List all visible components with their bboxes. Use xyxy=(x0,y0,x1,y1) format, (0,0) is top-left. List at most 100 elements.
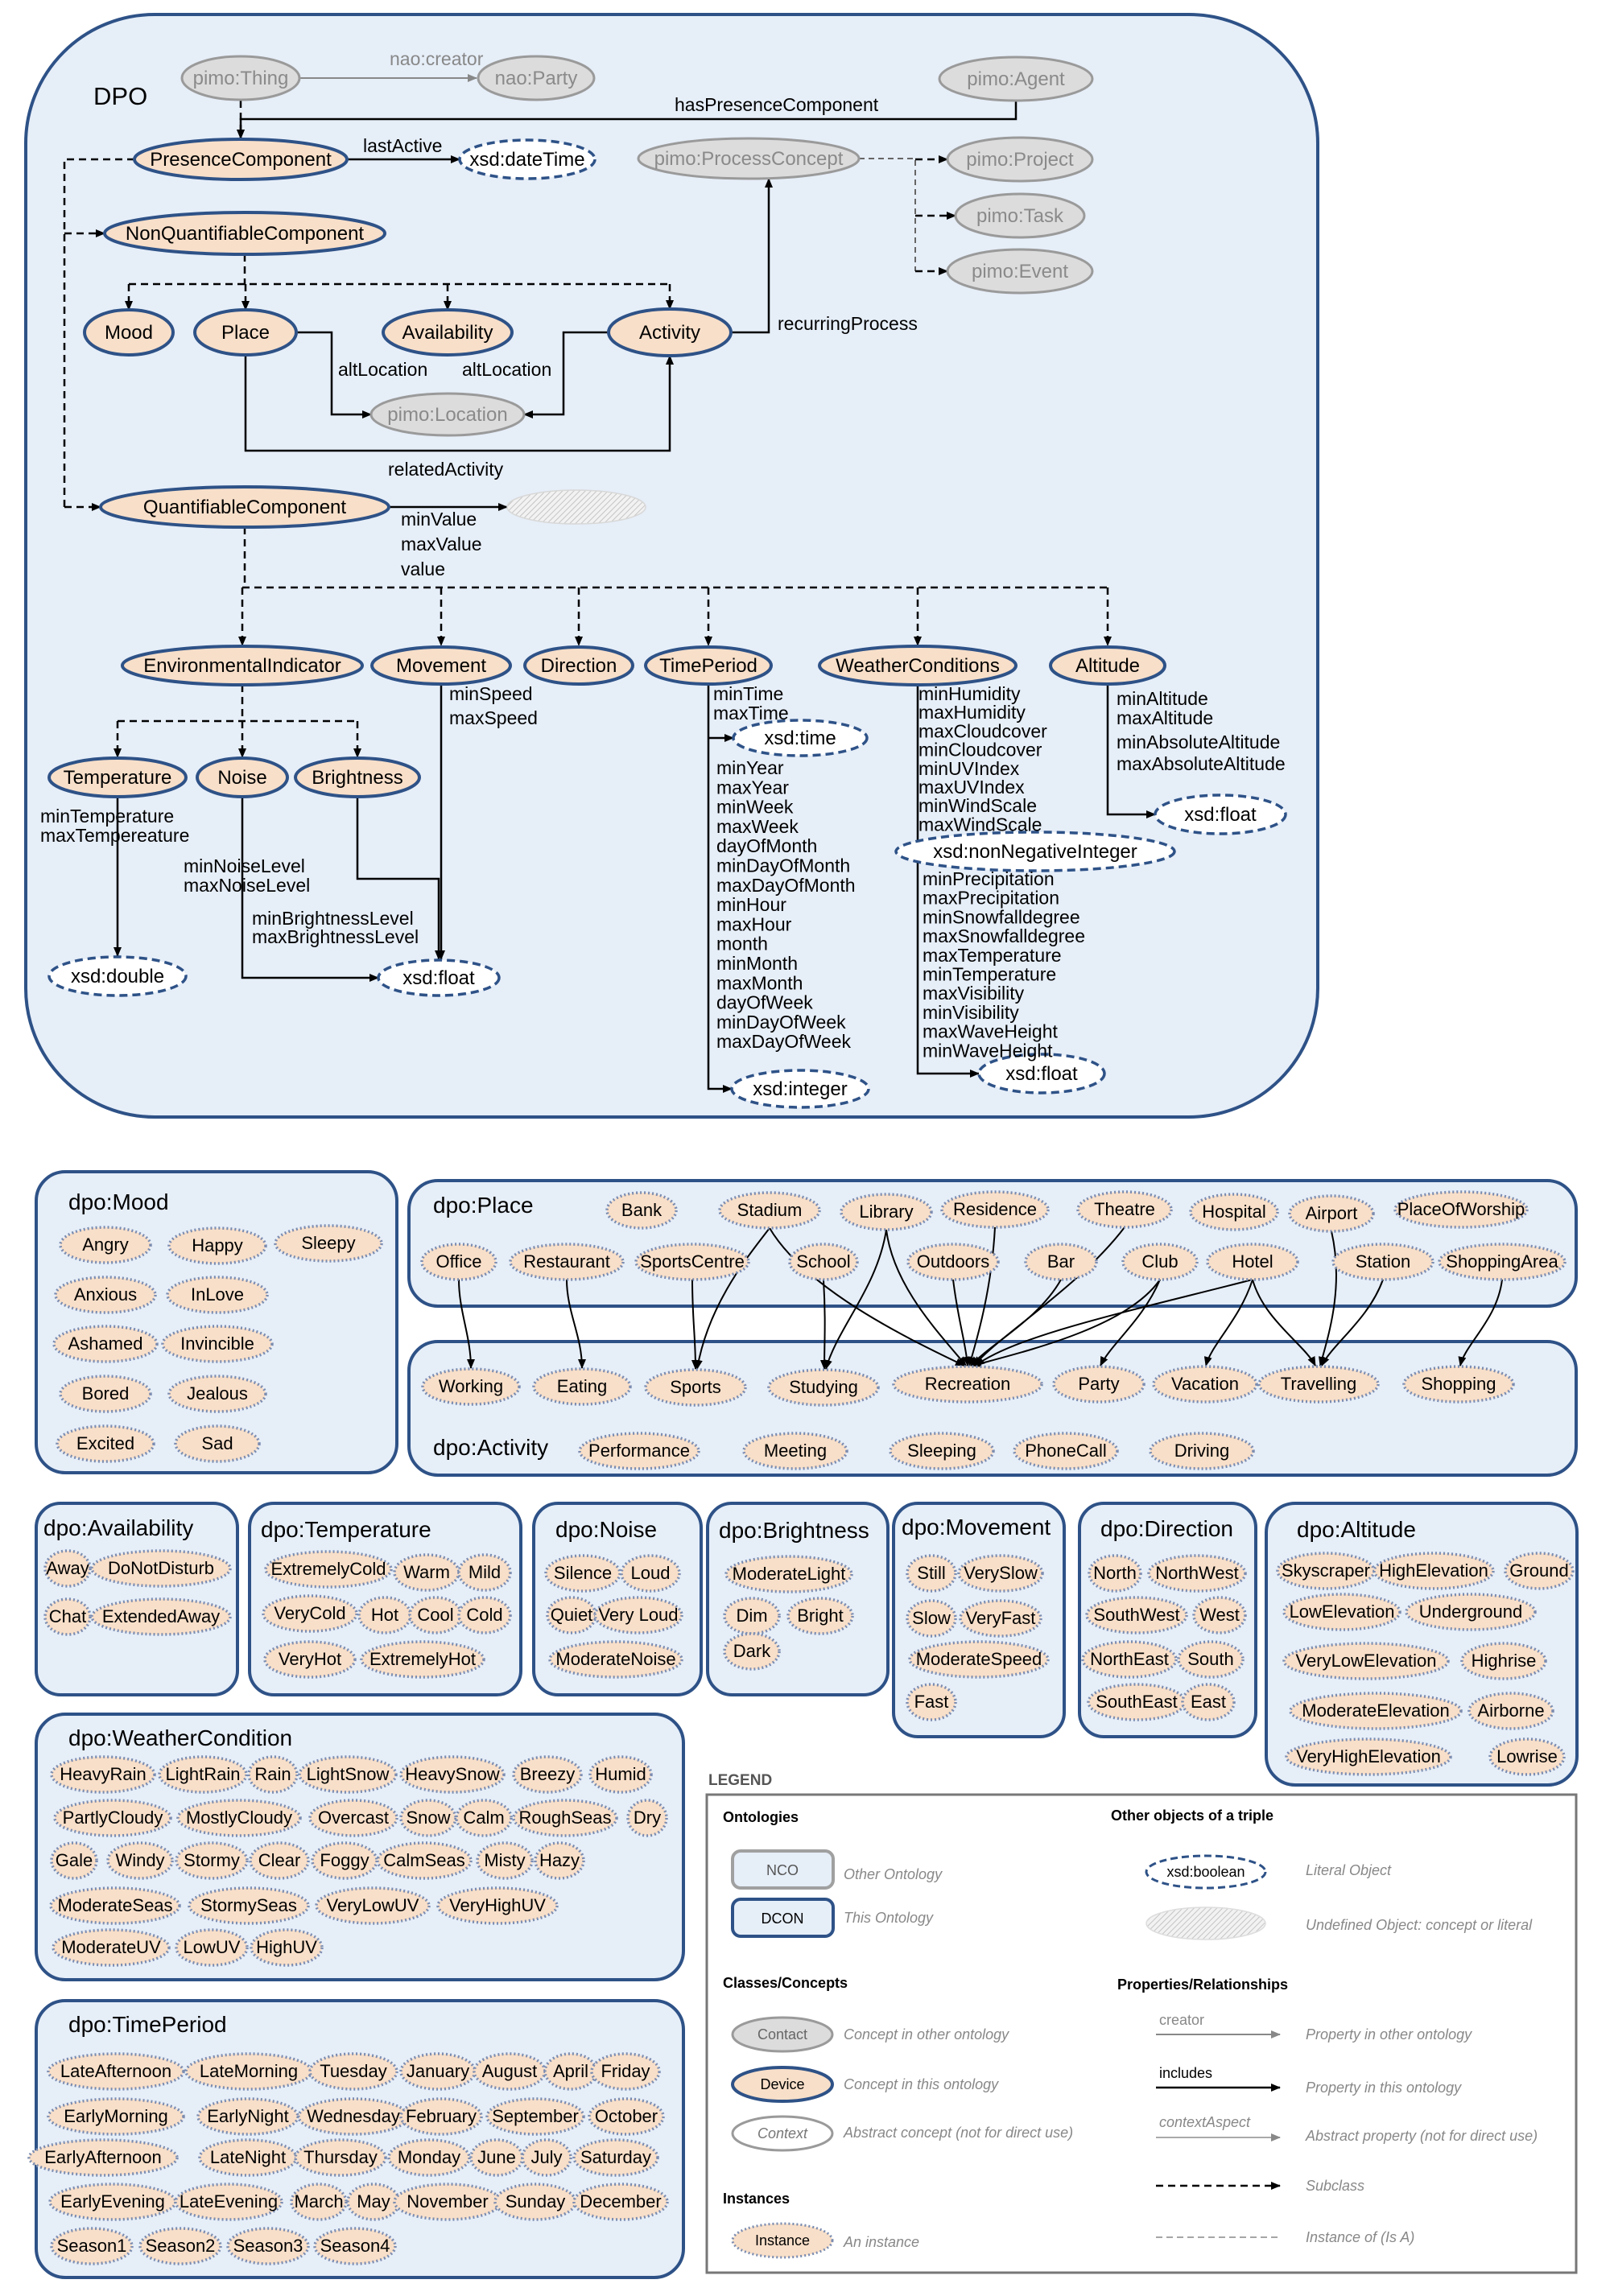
legend: LEGEND Ontologies Other objects of a tri… xyxy=(705,1772,1578,2274)
instance-place-label: Restaurant xyxy=(523,1251,610,1272)
instance-mood: Bored xyxy=(59,1375,152,1413)
node-mood-shape xyxy=(83,308,175,357)
instance-activity-shape xyxy=(532,1367,632,1406)
instance-mood-label: Invincible xyxy=(180,1333,254,1354)
node-double1-shape xyxy=(47,955,188,997)
instance-altitude-shape xyxy=(1285,1737,1452,1776)
panel-availability-title: dpo:Availability xyxy=(43,1515,193,1540)
instance-weather-label: StormySeas xyxy=(200,1895,297,1915)
instance-altitude-shape xyxy=(1504,1552,1575,1590)
legend-props-heading: Properties/Relationships xyxy=(1117,1977,1288,1993)
panel-mood-title: dpo:Mood xyxy=(68,1189,169,1214)
instance-direction: East xyxy=(1181,1683,1236,1721)
instance-place-label: Outdoors xyxy=(917,1251,990,1272)
instance-timeperiod-label: Season1 xyxy=(57,2236,127,2256)
instance-direction-label: NorthWest xyxy=(1155,1563,1239,1583)
instance-activity: Sleeping xyxy=(889,1432,995,1470)
instance-timeperiod-label: Friday xyxy=(601,2061,650,2081)
node-double1: xsd:double xyxy=(47,955,188,997)
instance-timeperiod-label: LateNight xyxy=(210,2147,286,2167)
instance-place: Hospital xyxy=(1189,1193,1279,1231)
link-library-studying xyxy=(824,1229,887,1370)
legend-this-ontology-swatch xyxy=(731,1898,835,1938)
node-noise: Noise xyxy=(196,756,289,798)
node-presence: PresenceComponent xyxy=(133,138,349,181)
time-property: maxMonth xyxy=(716,972,803,993)
instance-place: PlaceOfWorship xyxy=(1393,1190,1529,1229)
instance-weather-label: RoughSeas xyxy=(519,1808,612,1828)
weather-property: minVisibility xyxy=(923,1002,1019,1023)
instance-noise-shape xyxy=(620,1554,681,1593)
legend-dcon-desc: This Ontology xyxy=(844,1910,934,1926)
instance-weather-label: Breezy xyxy=(520,1764,575,1784)
instance-timeperiod: Season1 xyxy=(50,2227,134,2265)
instance-movement-shape xyxy=(908,1640,1050,1679)
node-weather-shape xyxy=(818,645,1018,686)
edge-label-value: value xyxy=(401,559,445,579)
instance-timeperiod-shape xyxy=(572,2183,669,2221)
instance-activity-label: Working xyxy=(439,1376,503,1396)
node-task-label: pimo:Task xyxy=(976,205,1064,227)
instance-activity-shape xyxy=(1013,1432,1119,1470)
instance-noise-label: Quiet xyxy=(551,1605,593,1625)
instance-weather-shape xyxy=(512,1799,618,1837)
node-datetime-shape xyxy=(458,138,596,180)
instance-weather: Breezy xyxy=(512,1755,583,1794)
instance-temperature: Hot xyxy=(357,1596,412,1634)
instance-weather: VeryLowUV xyxy=(315,1886,431,1925)
instance-timeperiod-shape xyxy=(485,2097,585,2136)
legend-other-ontology-swatch xyxy=(731,1849,835,1890)
instance-direction-shape xyxy=(1085,1596,1188,1634)
instance-weather: Gale xyxy=(50,1841,98,1880)
instance-activity: Shopping xyxy=(1402,1365,1515,1404)
instance-altitude-label: Underground xyxy=(1419,1601,1522,1622)
instance-weather-shape xyxy=(188,1886,310,1925)
instance-activity-shape xyxy=(892,1365,1043,1404)
panel-activity-title: dpo:Activity xyxy=(433,1435,548,1460)
instance-brightness-shape xyxy=(723,1597,781,1635)
instance-timeperiod-label: Saturday xyxy=(580,2147,651,2167)
instance-timeperiod: August xyxy=(473,2052,547,2091)
instance-activity-label: Travelling xyxy=(1281,1374,1357,1394)
instance-timeperiod-label: Wednesday xyxy=(307,2106,400,2126)
node-agent: pimo:Agent xyxy=(938,56,1094,102)
instance-timeperiod-label: Season2 xyxy=(146,2236,216,2256)
node-timeperiod-label: TimePeriod xyxy=(659,655,757,677)
instance-weather-shape xyxy=(176,1799,302,1837)
instance-weather-shape xyxy=(250,1928,324,1967)
instance-mood-label: Excited xyxy=(76,1433,134,1453)
instance-mood-shape xyxy=(52,1325,159,1363)
instance-direction-shape xyxy=(1181,1683,1236,1721)
instance-altitude-label: VeryLowElevation xyxy=(1296,1651,1437,1671)
link-hotel-travelling xyxy=(1252,1279,1316,1366)
instance-activity-label: Eating xyxy=(557,1376,607,1396)
instance-timeperiod-shape xyxy=(294,2138,387,2177)
time-property: maxWeek xyxy=(716,816,799,837)
legend-ontologies-heading: Ontologies xyxy=(723,1809,799,1825)
instance-weather: Stormy xyxy=(175,1841,249,1880)
instance-weather-shape xyxy=(626,1799,668,1837)
instance-timeperiod-shape xyxy=(399,2097,483,2136)
edge-activity-altlocation xyxy=(523,331,609,418)
instance-movement-label: Still xyxy=(917,1563,945,1583)
edge-label-minValue: minValue xyxy=(401,509,477,530)
instance-temperature-label: Cool xyxy=(417,1605,453,1625)
instance-weather-label: VeryLowUV xyxy=(327,1895,419,1915)
instance-activity: PhoneCall xyxy=(1013,1432,1119,1470)
legend-creator-desc: Property in other ontology xyxy=(1306,2026,1472,2042)
node-availability: Availability xyxy=(382,308,514,357)
node-mood-label: Mood xyxy=(105,322,153,344)
instance-activity: Travelling xyxy=(1257,1365,1380,1404)
instance-mood: Excited xyxy=(56,1424,155,1463)
instance-altitude-shape xyxy=(1282,1593,1401,1631)
instance-place-shape xyxy=(1438,1243,1567,1281)
instance-temperature: Cold xyxy=(457,1596,512,1634)
instance-weather-label: ModerateUV xyxy=(61,1937,161,1957)
instance-weather-label: PartlyCloudy xyxy=(63,1808,163,1828)
instance-availability-label: DoNotDisturb xyxy=(108,1558,214,1578)
node-envind-shape xyxy=(121,645,364,686)
instance-place-shape xyxy=(1331,1243,1434,1281)
node-timeperiod-shape xyxy=(644,645,773,686)
node-float2-shape xyxy=(977,1053,1106,1094)
instance-place-shape xyxy=(1288,1194,1375,1233)
